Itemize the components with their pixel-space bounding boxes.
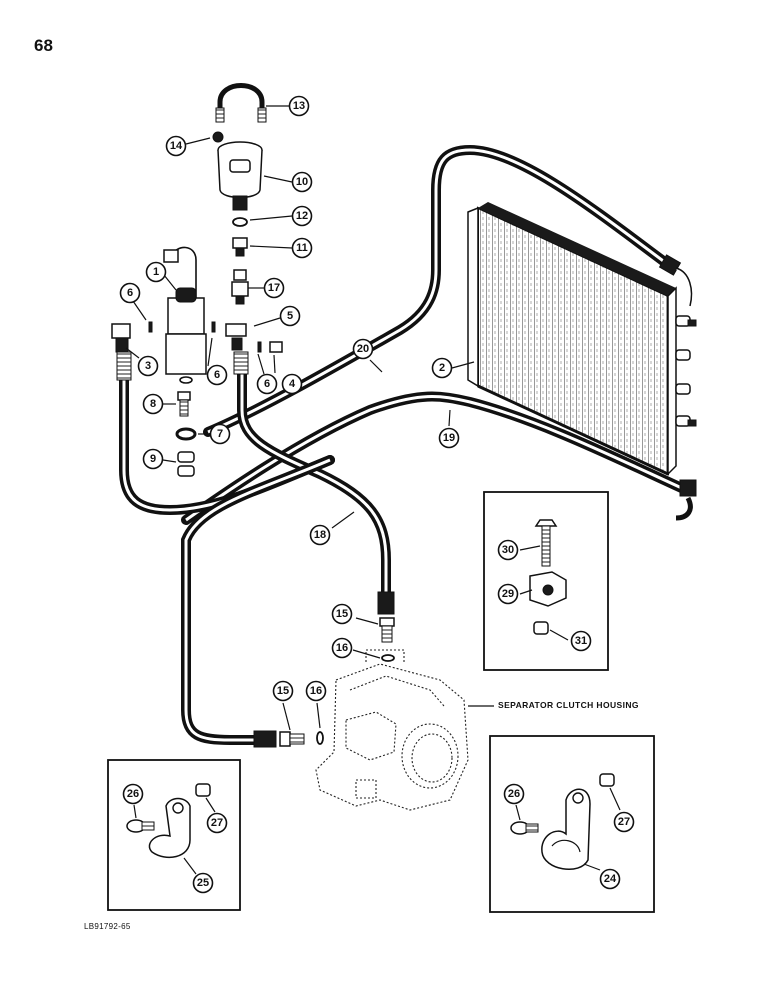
fitting-11 [232,237,248,257]
svg-text:3: 3 [145,360,151,372]
washer-7 [175,427,197,441]
nuts-9 [177,451,195,477]
callout-29: 29 [497,583,519,605]
svg-text:14: 14 [170,140,183,152]
fitting-15-side [279,731,305,747]
callout-7: 7 [209,423,231,445]
callout-6-left: 6 [119,282,141,304]
hose-18 [237,367,395,615]
callout-16-side: 16 [305,680,327,702]
svg-text:7: 7 [217,428,223,440]
svg-text:25: 25 [197,877,209,889]
o-ring-16-top [381,654,395,662]
o-ring-6-lower [179,376,193,384]
svg-text:4: 4 [289,378,296,390]
fitting-5 [225,323,249,375]
callout-27-right: 27 [613,811,635,833]
callout-4: 4 [281,373,303,395]
svg-text:6: 6 [264,378,270,390]
fitting-17 [231,269,249,305]
o-rings-6 [148,321,262,353]
fitting-15-top [379,617,395,643]
svg-text:27: 27 [211,817,223,829]
hose-20 [203,144,693,437]
hose-to-housing-side [181,455,335,748]
callout-15-top: 15 [331,603,353,625]
svg-text:9: 9 [150,453,156,465]
callout-15-side: 15 [272,680,294,702]
svg-text:6: 6 [127,287,133,299]
callout-6-middle: 6 [206,364,228,386]
o-ring-16-side [316,731,324,745]
callout-5: 5 [279,305,301,327]
callout-10: 10 [291,171,313,193]
page-number: 68 [34,36,53,55]
nut-14 [212,131,224,143]
callout-31: 31 [570,630,592,652]
leader-lines [125,105,621,875]
svg-text:13: 13 [293,100,305,112]
svg-text:16: 16 [310,685,322,697]
svg-text:1: 1 [153,266,159,278]
hose-19 [181,391,697,525]
callout-14: 14 [165,135,187,157]
svg-text:5: 5 [287,310,293,322]
svg-text:16: 16 [336,642,348,654]
svg-text:26: 26 [127,788,139,800]
callout-26-left: 26 [122,783,144,805]
callout-20: 20 [352,338,374,360]
fitting-8 [177,391,191,417]
callout-6-right: 6 [256,373,278,395]
svg-text:15: 15 [336,608,348,620]
svg-text:10: 10 [296,176,308,188]
oil-cooler [467,202,697,476]
callout-19: 19 [438,427,460,449]
callout-1: 1 [145,261,167,283]
svg-text:29: 29 [502,588,514,600]
svg-text:12: 12 [296,210,308,222]
callout-11: 11 [291,237,313,259]
callout-2: 2 [431,357,453,379]
solenoid-valve-1 [163,246,207,375]
svg-text:19: 19 [443,432,455,444]
callout-30: 30 [497,539,519,561]
callout-18: 18 [309,524,331,546]
svg-text:11: 11 [296,242,308,254]
plug-4 [269,341,283,353]
svg-text:31: 31 [575,635,587,647]
callout-16-top: 16 [331,637,353,659]
svg-text:2: 2 [439,362,445,374]
callout-24: 24 [599,868,621,890]
svg-text:6: 6 [214,369,220,381]
svg-text:15: 15 [277,685,289,697]
callout-17: 17 [263,277,285,299]
svg-text:26: 26 [508,788,520,800]
callout-26-right: 26 [503,783,525,805]
callout-27-left: 27 [206,812,228,834]
svg-text:20: 20 [357,343,369,355]
o-ring-12 [232,217,248,227]
callout-13: 13 [288,95,310,117]
svg-text:8: 8 [150,398,156,410]
callout-12: 12 [291,205,313,227]
callout-8: 8 [142,393,164,415]
filter-10 [217,141,263,211]
callout-9: 9 [142,448,164,470]
u-bolt-13 [215,83,267,123]
svg-text:17: 17 [268,282,280,294]
housing-label: SEPARATOR CLUTCH HOUSING [498,700,639,710]
svg-text:18: 18 [314,529,326,541]
svg-text:30: 30 [502,544,514,556]
separator-clutch-housing [315,649,469,811]
callout-25: 25 [192,872,214,894]
svg-text:24: 24 [604,873,617,885]
inset-clamp-25 [107,759,241,911]
figure-code: LB91792-65 [84,922,131,931]
svg-text:27: 27 [618,816,630,828]
fitting-3 [111,323,132,381]
callout-3: 3 [137,355,159,377]
